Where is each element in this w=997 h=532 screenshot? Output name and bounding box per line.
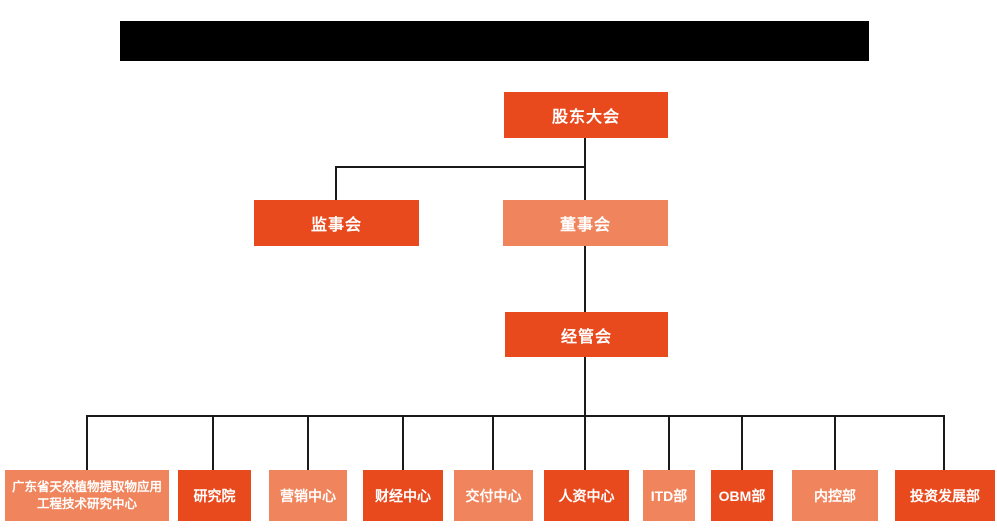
connector-line [584, 166, 586, 200]
org-node-label: 投资发展部 [910, 487, 980, 504]
connector-line [584, 246, 586, 312]
connector-line [584, 415, 586, 470]
connector-line [307, 415, 309, 470]
org-node-label: 内控部 [814, 487, 856, 504]
org-node-hr-center: 人资中心 [544, 470, 629, 521]
org-node-marketing-center: 营销中心 [269, 470, 347, 521]
org-node-delivery-center: 交付中心 [454, 470, 533, 521]
connector-line [943, 415, 945, 470]
org-node-label: ITD部 [650, 487, 688, 504]
connector-line [492, 415, 494, 470]
connector-line [834, 415, 836, 470]
connector-line [584, 138, 586, 168]
org-node-label: 研究院 [193, 487, 236, 504]
org-node-research-center: 广东省天然植物提取物应用工程技术研究中心 [5, 470, 169, 521]
org-node-label: 股东大会 [551, 109, 620, 126]
org-node-label: 人资中心 [558, 487, 615, 504]
connector-line [741, 415, 743, 470]
org-node-obm-department: OBM部 [711, 470, 773, 521]
org-node-investment-development-department: 投资发展部 [895, 470, 995, 521]
org-node-shareholders-meeting: 股东大会 [504, 92, 668, 138]
connector-line [584, 357, 586, 417]
connector-line [86, 415, 945, 417]
org-node-internal-control-department: 内控部 [792, 470, 878, 521]
org-node-label: 营销中心 [280, 487, 336, 504]
org-node-research-institute: 研究院 [178, 470, 251, 521]
org-node-management-committee: 经管会 [505, 312, 668, 357]
connector-line [335, 166, 586, 168]
org-node-label: 广东省天然植物提取物应用工程技术研究中心 [11, 479, 162, 511]
connector-line [335, 166, 337, 200]
org-node-label: 经管会 [560, 328, 612, 346]
redacted-title-bar [120, 21, 869, 61]
connector-line [668, 415, 670, 470]
org-node-label: 监事会 [310, 217, 362, 234]
org-node-label: 交付中心 [465, 487, 522, 504]
connector-line [212, 415, 214, 470]
org-node-label: OBM部 [718, 487, 766, 504]
connector-line [86, 415, 88, 470]
org-node-board-of-directors: 董事会 [503, 200, 668, 246]
org-node-label: 财经中心 [375, 487, 431, 504]
org-node-label: 董事会 [559, 217, 611, 234]
org-node-finance-center: 财经中心 [363, 470, 443, 521]
connector-line [402, 415, 404, 470]
org-node-itd-department: ITD部 [643, 470, 695, 521]
org-node-supervisory-board: 监事会 [254, 200, 419, 246]
